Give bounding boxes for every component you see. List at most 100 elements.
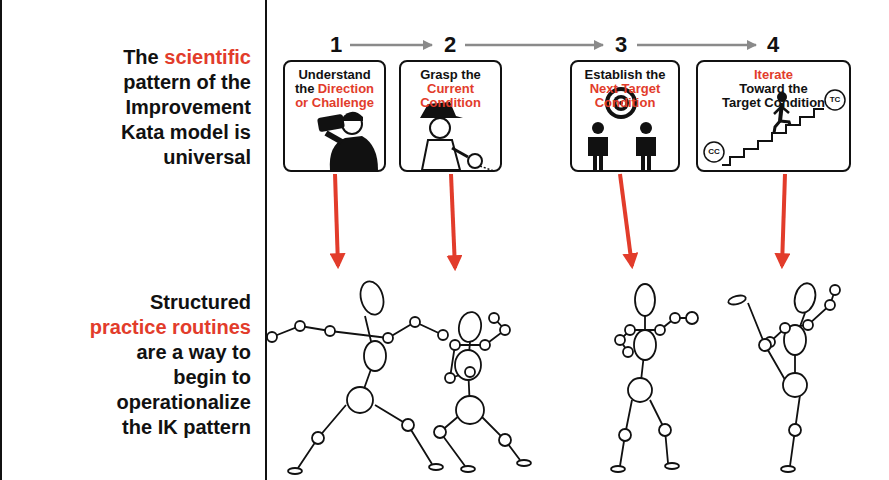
kata-figure — [634, 330, 656, 360]
step-title: Grasp the — [420, 67, 481, 82]
statement-highlight: scientific — [164, 46, 251, 68]
step-title: Toward the Target Condition — [720, 82, 828, 110]
condition-tag: CC — [702, 146, 726, 158]
kata-figure — [357, 279, 387, 318]
target-icon — [588, 137, 608, 170]
kata-figure — [295, 321, 305, 331]
kata-figure — [686, 312, 698, 324]
kata-figure — [628, 378, 652, 402]
kata-figure — [438, 330, 448, 340]
kata-figure — [375, 405, 432, 464]
binocular-icon — [326, 133, 342, 142]
practice-arrow — [335, 174, 785, 268]
kata-figure — [727, 281, 840, 472]
kata-figure — [312, 432, 324, 444]
kata-figure — [456, 396, 484, 424]
step-title-highlight: Next Target Condition — [580, 82, 670, 110]
step-title-highlight: Current Condition — [406, 82, 496, 110]
kata-figure — [445, 373, 455, 383]
sequence-arrow — [350, 44, 432, 47]
kata-figure — [288, 468, 302, 474]
step-number: 4 — [758, 32, 788, 58]
kata-figure — [500, 325, 510, 335]
step-number: 3 — [606, 32, 636, 58]
step-title-block: Grasp theCurrent Condition — [406, 62, 496, 110]
step-title-block: IterateToward the Target Condition — [720, 62, 828, 110]
kata-figure — [298, 405, 346, 468]
kata-figure — [748, 303, 788, 385]
statement-highlight: practice routines — [85, 315, 251, 340]
sequence-arrow — [637, 44, 756, 47]
kata-figure — [383, 333, 393, 343]
kata-figure — [803, 320, 813, 330]
kata-figure — [267, 332, 277, 342]
kata-figure — [611, 466, 625, 472]
kata-figure — [267, 279, 448, 474]
kata-figure — [455, 350, 481, 380]
statement-text: pattern of the Improvement Kata model is… — [85, 70, 251, 170]
target-icon — [636, 137, 656, 170]
kata-figure — [727, 294, 746, 306]
kata-figure — [635, 284, 655, 316]
frame-line — [265, 0, 267, 480]
step-title: Establish the — [585, 67, 666, 82]
practice-arrow — [782, 174, 785, 266]
practice-arrow — [451, 174, 455, 268]
kata-figure — [457, 310, 484, 343]
kata-figure — [429, 464, 443, 470]
statement-text: are a way to begin to operationalize the… — [85, 340, 251, 440]
kata-figure — [655, 325, 665, 335]
statement-text: Structured — [85, 290, 251, 315]
kata-figure — [611, 284, 698, 472]
kata-figure — [480, 415, 520, 460]
statement-block: Structuredpractice routinesare a way to … — [85, 290, 251, 440]
kata-figure — [615, 335, 625, 345]
kata-figure — [480, 340, 490, 350]
kata-figure — [325, 326, 335, 336]
staircase-icon — [780, 121, 790, 125]
kata-figure — [440, 415, 465, 466]
step-title-highlight: Iterate — [754, 67, 793, 82]
kata-figure — [789, 424, 801, 436]
staircase-icon — [774, 121, 780, 133]
step-title-block: Establish theNext Target Condition — [580, 62, 670, 110]
step-title-block: Understand theDirection or Challenge — [290, 62, 380, 110]
step-number: 2 — [435, 32, 465, 58]
kata-figure — [830, 285, 840, 295]
statement-block: Thescientificpattern of the Improvement … — [85, 45, 251, 170]
sequence-arrow — [350, 44, 756, 47]
detective-icon — [452, 148, 468, 157]
detective-icon — [468, 154, 482, 168]
kata-figure — [347, 387, 373, 413]
condition-tag: TC — [823, 94, 847, 106]
kata-figure — [790, 395, 800, 466]
kata-figure — [465, 367, 475, 377]
kata-figure — [670, 313, 680, 323]
kata-figure — [659, 424, 671, 436]
statement-text: The — [123, 46, 159, 68]
kata-figure — [665, 463, 679, 469]
kata-figure — [620, 400, 632, 466]
step-box: Establish theNext Target Condition — [570, 60, 680, 172]
kata-figure — [623, 347, 633, 357]
kata-figure — [517, 460, 531, 466]
step-number: 1 — [321, 32, 351, 58]
kata-figure — [410, 317, 420, 327]
target-icon — [592, 122, 604, 134]
binocular-icon — [317, 112, 378, 170]
detective-icon — [422, 140, 460, 170]
kata-figure — [619, 429, 631, 441]
kata-figure — [781, 466, 795, 472]
kata-figure — [402, 419, 414, 431]
step-box: Understand theDirection or Challenge — [283, 60, 386, 172]
frame-line — [0, 0, 2, 480]
step-box: Grasp theCurrent Condition — [399, 60, 502, 172]
kata-figure — [461, 466, 475, 472]
kata-figure — [791, 281, 818, 315]
staircase-icon — [722, 109, 824, 165]
kata-figure — [434, 426, 446, 438]
binocular-icon — [342, 112, 363, 121]
practice-arrow — [335, 174, 338, 266]
sequence-arrow — [465, 44, 603, 47]
